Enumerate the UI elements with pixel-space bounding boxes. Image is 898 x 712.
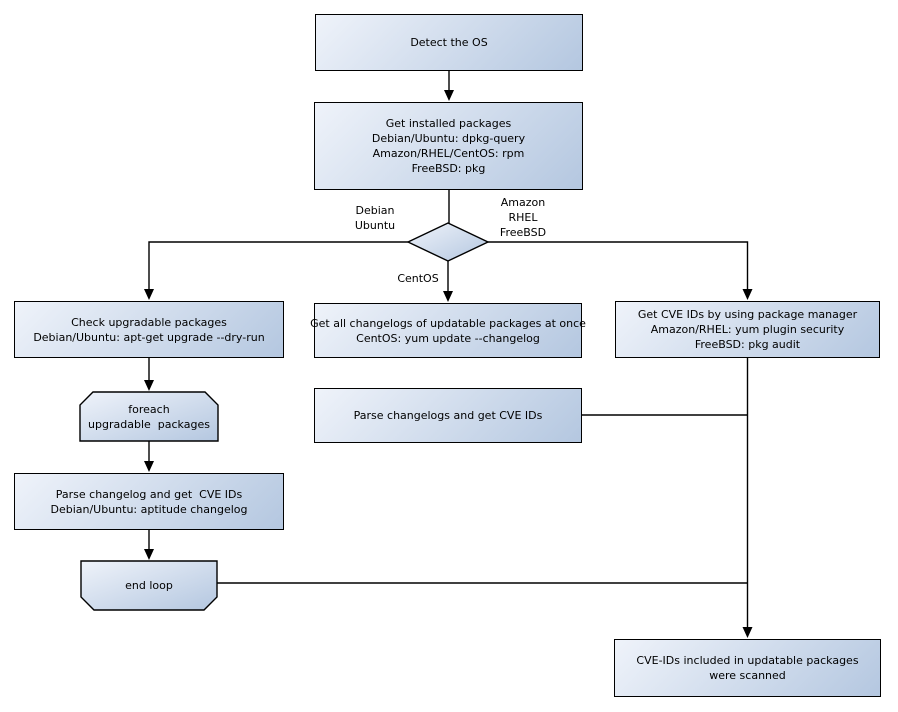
node-get-cve-ids-package-manager: Get CVE IDs by using package manager Ama… [615,301,880,358]
node-get-installed-line2: Debian/Ubuntu: dpkg-query [371,132,526,145]
edge-label-amazon-rhel-freebsd: Amazon RHEL FreeBSD [492,195,554,240]
node-get-cve-line1: Get CVE IDs by using package manager [637,308,858,321]
node-get-all-changelogs-line2: CentOS: yum update --changelog [356,331,540,345]
node-check-upgradable-line1: Check upgradable packages [71,315,227,329]
node-get-installed-line4: FreeBSD: pkg [411,162,486,175]
node-result-line1: CVE-IDs included in updatable packages [636,654,859,667]
node-detect-os: Detect the OS [315,14,583,71]
edge-label-ubuntu: Ubuntu [354,219,396,232]
edge-decision-to-check-upgradable [148,241,408,290]
edge-label-amazon: Amazon [500,196,546,209]
arrowhead-parse-changelog [144,461,154,472]
node-parse-changelogs-line1: Parse changelogs and get CVE IDs [353,409,543,422]
node-parse-changelog-line2: Debian/Ubuntu: aptitude changelog [50,502,248,516]
node-get-installed-line1: Get installed packages [385,117,512,130]
node-get-all-changelogs: Get all changelogs of updatable packages… [310,303,586,358]
arrowhead-get-all-changelogs [443,291,453,302]
arrowhead-get-cve [742,289,753,300]
node-get-all-changelogs-line1: Get all changelogs of updatable packages… [310,316,586,330]
edge-label-centos-text: CentOS [397,272,439,285]
foreach-loop-shape [79,391,219,442]
node-get-cve-line3: FreeBSD: pkg audit [694,338,801,351]
edge-decision-to-get-cve [488,241,749,290]
node-get-installed-packages: Get installed packages Debian/Ubuntu: dp… [314,102,583,190]
arrowhead-end-loop [144,549,154,560]
node-detect-os-label: Detect the OS [410,36,488,49]
edge-label-centos: CentOS [394,271,442,286]
decision-diamond [406,222,490,262]
arrowhead-check-upgradable [144,289,154,300]
edge-label-freebsd: FreeBSD [499,226,547,239]
node-check-upgradable-packages: Check upgradable packages Debian/Ubuntu:… [14,301,284,358]
arrowhead-result [742,627,753,638]
end-loop-shape [80,560,218,611]
node-parse-changelog: Parse changelog and get CVE IDs Debian/U… [14,473,284,530]
node-check-upgradable-line2: Debian/Ubuntu: apt-get upgrade --dry-run [33,330,265,344]
node-parse-changelog-line1: Parse changelog and get CVE IDs [55,487,243,501]
edge-label-debian: Debian [355,204,395,217]
node-result-line2: were scanned [709,669,786,682]
node-get-installed-line3: Amazon/RHEL/CentOS: rpm [372,147,525,160]
edges [144,71,753,638]
arrowhead-installed [444,90,454,101]
node-parse-changelogs: Parse changelogs and get CVE IDs [314,388,582,443]
node-result-scanned: CVE-IDs included in updatable packages w… [614,639,881,697]
edge-label-rhel: RHEL [508,211,538,224]
arrowhead-foreach [144,380,154,391]
edge-label-debian-ubuntu: Debian Ubuntu [345,203,405,233]
node-get-cve-line2: Amazon/RHEL: yum plugin security [650,323,845,336]
